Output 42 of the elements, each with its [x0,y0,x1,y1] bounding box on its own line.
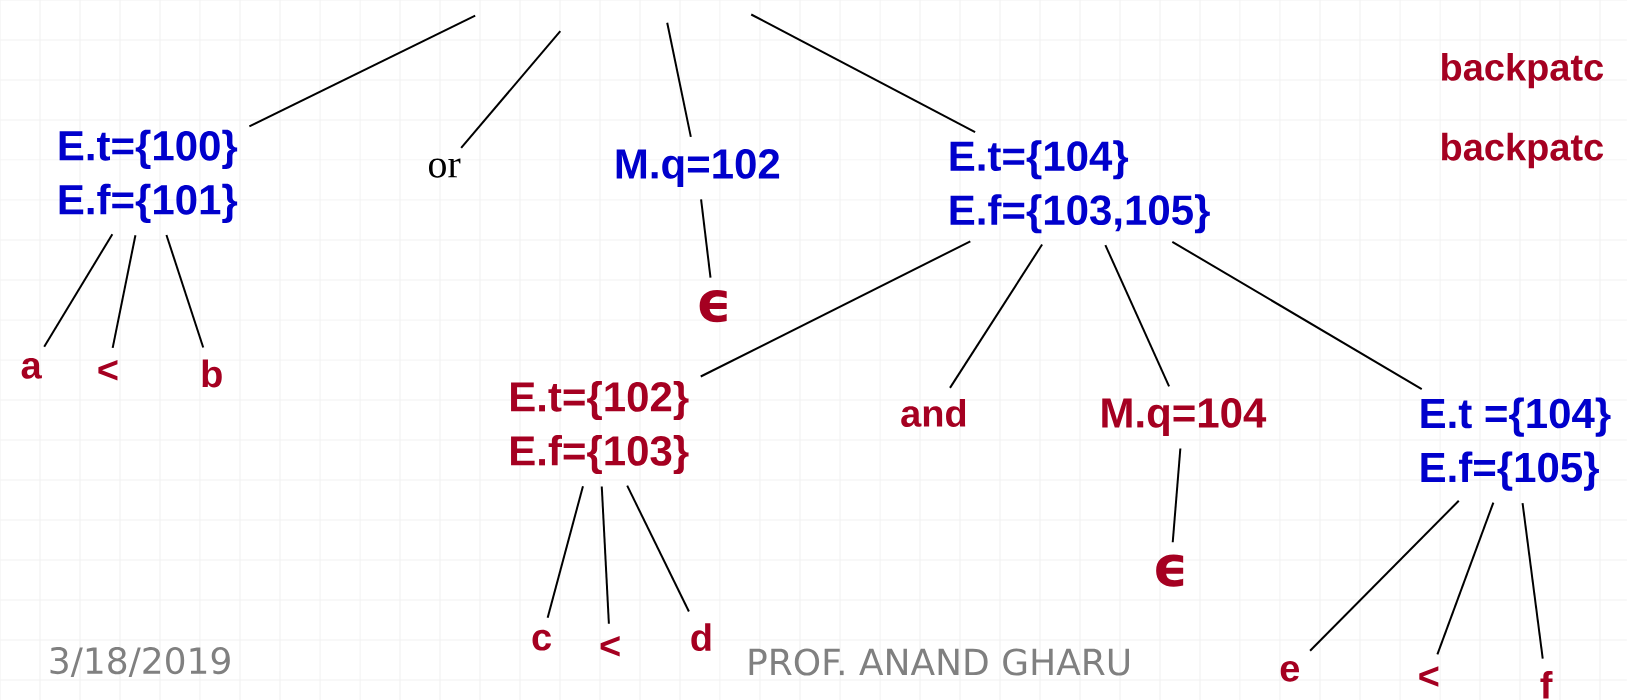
terminal-symbol: d [691,623,711,652]
tree-edge [1171,447,1182,544]
terminal-symbol: c [532,629,552,651]
tree-edge [248,14,477,128]
tree-edge [1309,499,1460,652]
tree-edge [666,21,692,138]
tree-edge [700,198,712,279]
tree-edge [1521,502,1544,660]
terminal-symbol: < [600,636,620,657]
tree-edge [1104,244,1171,388]
epsilon-symbol: ϵ [1156,554,1184,587]
attribute-label: M.q=104 [1102,398,1267,437]
tree-edge [600,485,610,625]
epsilon-symbol: ϵ [699,290,727,323]
tree-edge [699,240,972,378]
terminal-symbol: f [1540,671,1553,699]
tree-edge [1436,501,1495,656]
terminal-symbol: e [1280,660,1300,682]
tree-edge [111,234,137,349]
tree-edge [750,13,977,134]
attribute-label: E.t ={104} E.f={105} [1421,397,1611,491]
attribute-label: E.t={102} E.f={103} [511,380,689,475]
tree-edge [546,485,584,619]
tree-edge [949,243,1044,389]
attribute-label: M.q=102 [616,149,780,188]
terminal-symbol: < [98,360,118,381]
attribute-label: E.t={104} E.f={103,105} [950,140,1210,234]
terminal-symbol: and [901,399,966,427]
author-footer: PROF. ANAND GHARU [749,648,1129,676]
terminal-symbol: a [21,358,42,379]
tree-edge [165,234,205,349]
tree-edge [460,30,562,149]
backpatch-note: backpatc [1442,52,1604,89]
tree-edge [43,233,114,348]
terminal-symbol: b [202,359,222,388]
date-footer: 3/18/2019 [50,646,230,678]
tree-edge [1171,240,1423,391]
terminal-symbol: < [1419,666,1439,687]
attribute-label: E.t={100} E.f={101} [59,129,238,223]
backpatch-note: backpatc [1442,132,1604,169]
tree-edge [626,484,690,613]
terminal-symbol: or [429,158,461,178]
